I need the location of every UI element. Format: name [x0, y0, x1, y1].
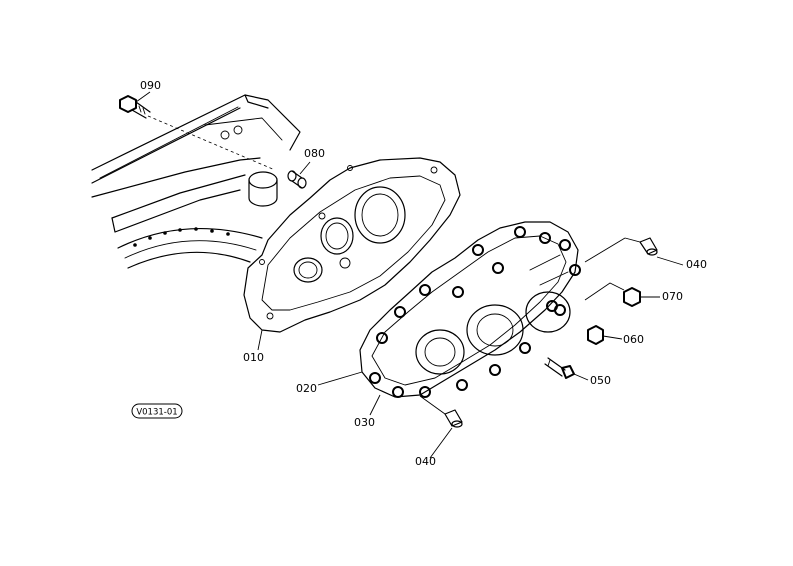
cover-020 — [359, 221, 581, 398]
nut-070 — [584, 282, 641, 307]
label-010: 010 — [243, 351, 264, 364]
bolt-090 — [119, 95, 276, 171]
axle-housing — [91, 94, 301, 269]
nut-060 — [587, 325, 604, 345]
label-090: 090 — [140, 79, 161, 92]
pin-080 — [287, 170, 307, 189]
label-050: 050 — [590, 374, 611, 387]
figure-code: V0131-01 — [136, 408, 177, 418]
label-040-lower: 040 — [415, 455, 436, 468]
label-060: 060 — [623, 333, 644, 346]
case-010 — [243, 157, 461, 333]
label-040-upper: 040 — [686, 258, 707, 271]
label-070: 070 — [662, 290, 683, 303]
plug-040-upper — [584, 237, 658, 263]
plug-040-lower — [419, 395, 463, 428]
stud-050 — [544, 357, 575, 379]
leader-lines — [135, 91, 684, 459]
figure-code-badge: V0131-01 — [131, 403, 183, 419]
label-080: 080 — [304, 147, 325, 160]
label-020: 020 — [296, 382, 317, 395]
label-030: 030 — [354, 416, 375, 429]
